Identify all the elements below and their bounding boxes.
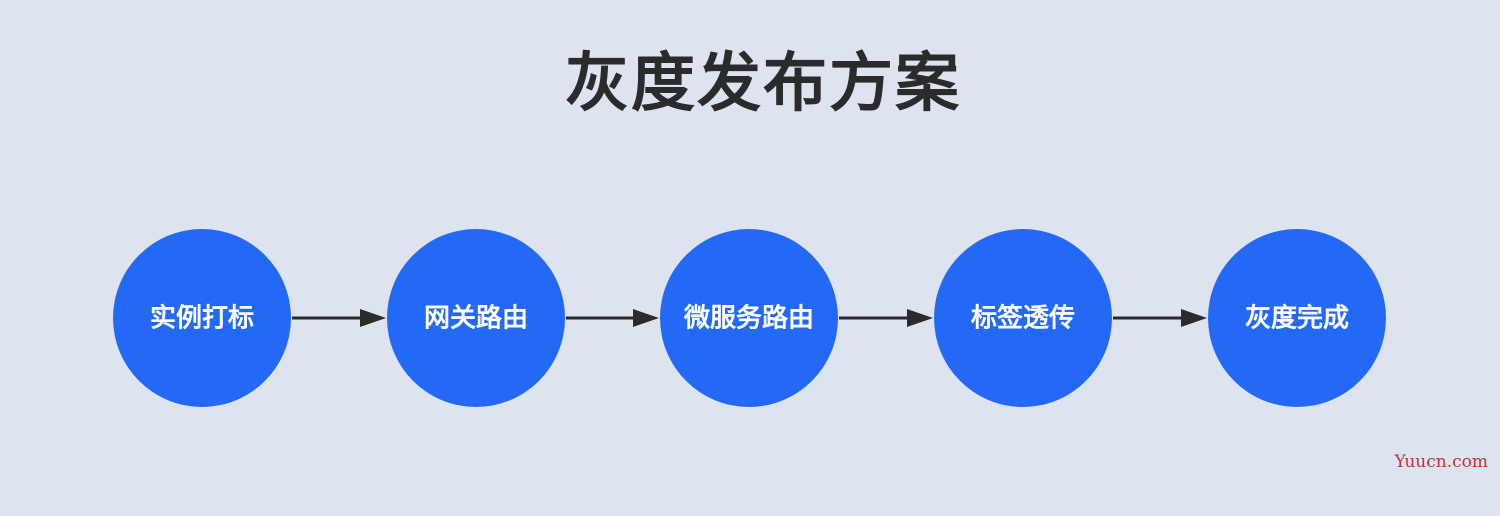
page-title: 灰度发布方案 — [565, 47, 961, 121]
flow-node-label: 微服务路由 — [683, 303, 814, 334]
flow-node-5: 灰度完成 — [1208, 229, 1386, 407]
flow-node-circle — [387, 229, 565, 407]
flow-node-label: 网关路由 — [424, 303, 528, 334]
flow-node-circle — [934, 229, 1112, 407]
flow-node-label: 标签透传 — [971, 303, 1075, 334]
flow-node-circle — [1208, 229, 1386, 407]
flow-node-label: 灰度完成 — [1245, 303, 1349, 334]
watermark: Yuucn.com — [1394, 452, 1488, 472]
flow-arrowhead-2 — [633, 309, 659, 327]
flow-node-1: 实例打标 — [113, 229, 291, 407]
flow-node-3: 微服务路由 — [660, 229, 838, 407]
flow-arrowhead-1 — [360, 309, 386, 327]
flow-node-circle — [660, 229, 838, 407]
flow-arrowhead-3 — [907, 309, 933, 327]
flow-node-label: 实例打标 — [150, 303, 254, 334]
flow-node-circle — [113, 229, 291, 407]
flow-arrowhead-4 — [1181, 309, 1207, 327]
flow-node-2: 网关路由 — [387, 229, 565, 407]
flow-node-4: 标签透传 — [934, 229, 1112, 407]
